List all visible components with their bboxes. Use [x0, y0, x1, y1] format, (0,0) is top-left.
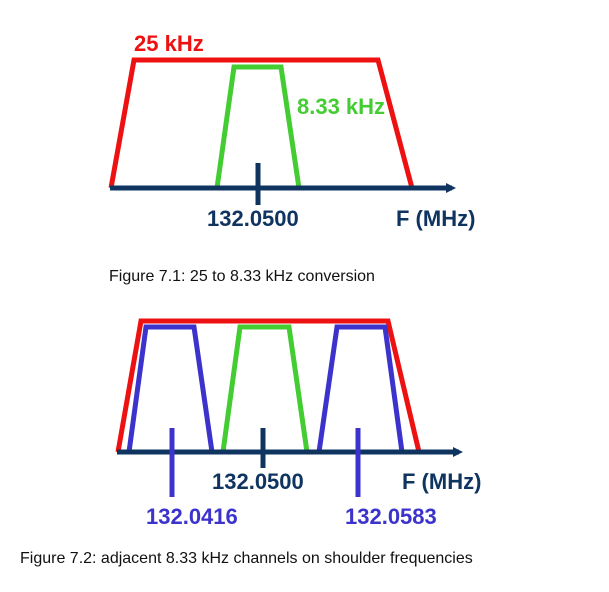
center-frequency-label-1: 132.0500 [207, 206, 299, 231]
channel-25khz-trapezoid [108, 57, 415, 189]
shoulder-channel-left [126, 324, 215, 453]
figure-2-caption: Figure 7.2: adjacent 8.33 kHz channels o… [20, 550, 473, 567]
shoulder-channel-right [316, 324, 405, 453]
channel-25khz-trapezoid-2 [115, 318, 422, 453]
right-shoulder-frequency-label: 132.0583 [345, 504, 437, 529]
axis-label-1: F (MHz) [396, 206, 475, 231]
figure-2: 132.0500 F (MHz) 132.0416 132.0583 Figur… [20, 318, 481, 567]
axis-label-2: F (MHz) [402, 469, 481, 494]
figure-1: 25 kHz 8.33 kHz 132.0500 F (MHz) Figure … [108, 31, 475, 285]
center-channel-833khz [220, 324, 310, 453]
figure-1-caption: Figure 7.1: 25 to 8.33 kHz conversion [109, 268, 375, 285]
left-shoulder-frequency-label: 132.0416 [146, 504, 238, 529]
center-frequency-label-2: 132.0500 [212, 469, 304, 494]
channel-833khz-trapezoid [214, 64, 302, 189]
label-833khz: 8.33 kHz [297, 94, 385, 119]
label-25khz: 25 kHz [134, 31, 204, 56]
